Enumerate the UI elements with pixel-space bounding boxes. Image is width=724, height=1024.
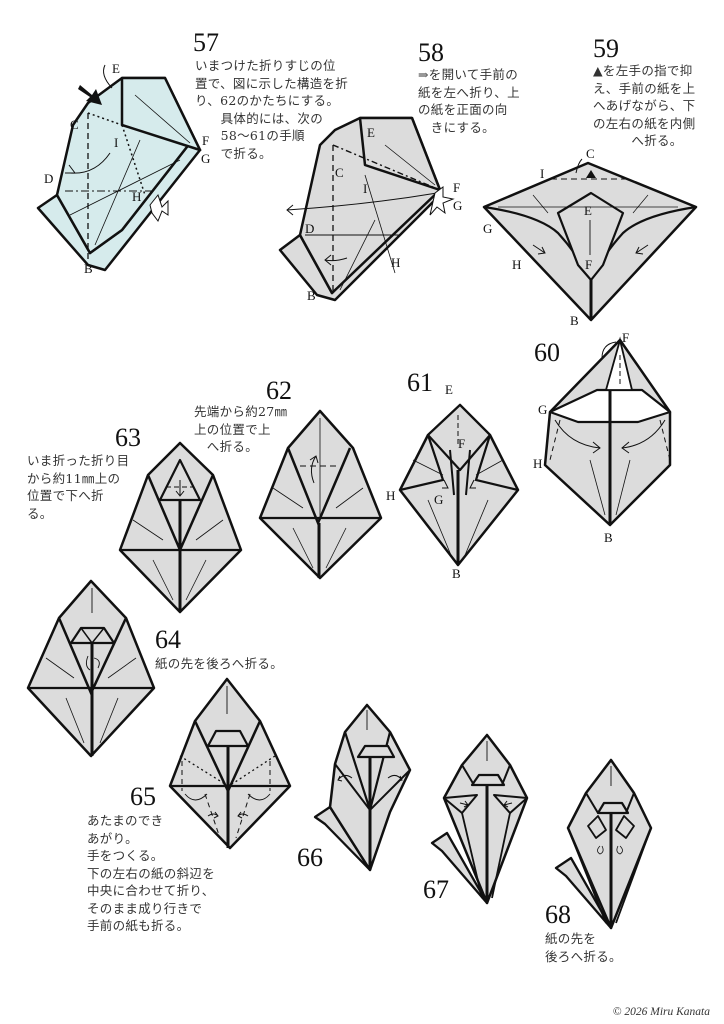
svg-text:D: D [305, 221, 314, 236]
triangle-marker-icon [586, 170, 596, 178]
step-58-number: 58 [418, 38, 444, 67]
svg-text:C: C [586, 146, 595, 161]
step-62-number: 62 [266, 376, 292, 405]
step-58-instructions: ⇒を開いて手前の 紙を左へ折り、上 の紙を正面の向 きにする。 [418, 67, 520, 135]
open-arrow-icon [149, 193, 169, 223]
step-64-instructions: 紙の先を後ろへ折る。 [155, 656, 284, 671]
step-65-number: 65 [130, 782, 156, 811]
svg-text:G: G [201, 151, 210, 166]
svg-text:F: F [622, 330, 629, 345]
open-arrow-icon [429, 186, 455, 216]
svg-text:I: I [114, 135, 118, 150]
step-62-diagram [258, 408, 383, 588]
step-57-number: 57 [193, 28, 219, 57]
svg-text:G: G [453, 198, 462, 213]
step-63-number: 63 [115, 423, 141, 452]
svg-text:B: B [84, 261, 93, 276]
step-64-number: 64 [155, 625, 181, 654]
step-58-diagram: E C I F G D H B [275, 115, 475, 305]
step-63-instructions: いま折った折り目 から約11㎜上の 位置で下へ折 る。 [27, 453, 130, 521]
svg-text:C: C [70, 117, 79, 132]
step-68-number: 68 [545, 900, 571, 929]
push-arrow-icon [78, 85, 102, 105]
step-65-instructions: あたまのでき あがり。 手をつくる。 下の左右の紙の斜辺を 中央に合わせて折り、… [87, 813, 216, 933]
svg-text:G: G [483, 221, 492, 236]
step-64-diagram [26, 578, 161, 758]
svg-text:B: B [604, 530, 613, 545]
svg-text:E: E [445, 382, 453, 397]
svg-text:I: I [540, 166, 544, 181]
svg-text:F: F [453, 180, 460, 195]
svg-text:G: G [434, 492, 443, 507]
svg-text:H: H [386, 488, 395, 503]
step-61-diagram: E F H G B [386, 380, 523, 581]
step-67-diagram [430, 733, 542, 908]
svg-text:B: B [307, 288, 316, 303]
svg-text:E: E [367, 125, 375, 140]
step-59-instructions: ▲を左手の指で抑 え、手前の紙を上 へあげながら、下 の左右の紙を内側 へ折る。 [593, 63, 696, 148]
svg-text:E: E [584, 203, 592, 218]
step-57-instructions: いまつけた折りすじの位 置で、図に示した構造を折 り、62のかたちにする。 具体… [195, 58, 349, 161]
step-61-number: 61 [407, 368, 433, 397]
step-63-diagram [118, 440, 243, 615]
svg-text:F: F [458, 436, 465, 451]
step-59-diagram: C I E G H F B [478, 145, 708, 330]
svg-text:I: I [363, 181, 367, 196]
step-67-number: 67 [423, 875, 449, 904]
svg-text:G: G [538, 402, 547, 417]
step-60-number: 60 [534, 338, 560, 367]
svg-text:C: C [335, 165, 344, 180]
step-59-number: 59 [593, 34, 619, 63]
step-68-instructions: 紙の先を 後ろへ折る。 [545, 931, 622, 964]
step-62-instructions: 先端から約27㎜ 上の位置で上 へ折る。 [194, 404, 288, 454]
step-66-number: 66 [297, 843, 323, 872]
step-60-diagram: F G H B [530, 330, 690, 550]
svg-text:B: B [452, 566, 461, 581]
svg-text:F: F [202, 133, 209, 148]
svg-text:H: H [512, 257, 521, 272]
step-68-diagram [554, 758, 666, 933]
svg-text:D: D [44, 171, 53, 186]
svg-text:F: F [585, 257, 592, 272]
svg-text:H: H [533, 456, 542, 471]
step-57-diagram: E C I F G D H B [30, 55, 230, 276]
copyright: © 2026 Miru Kanata [612, 1006, 710, 1018]
svg-text:H: H [391, 255, 400, 270]
svg-text:B: B [570, 313, 579, 328]
svg-text:H: H [132, 189, 141, 204]
step-66-diagram [310, 702, 420, 877]
step-65-diagram [168, 676, 300, 851]
svg-text:E: E [112, 61, 120, 76]
